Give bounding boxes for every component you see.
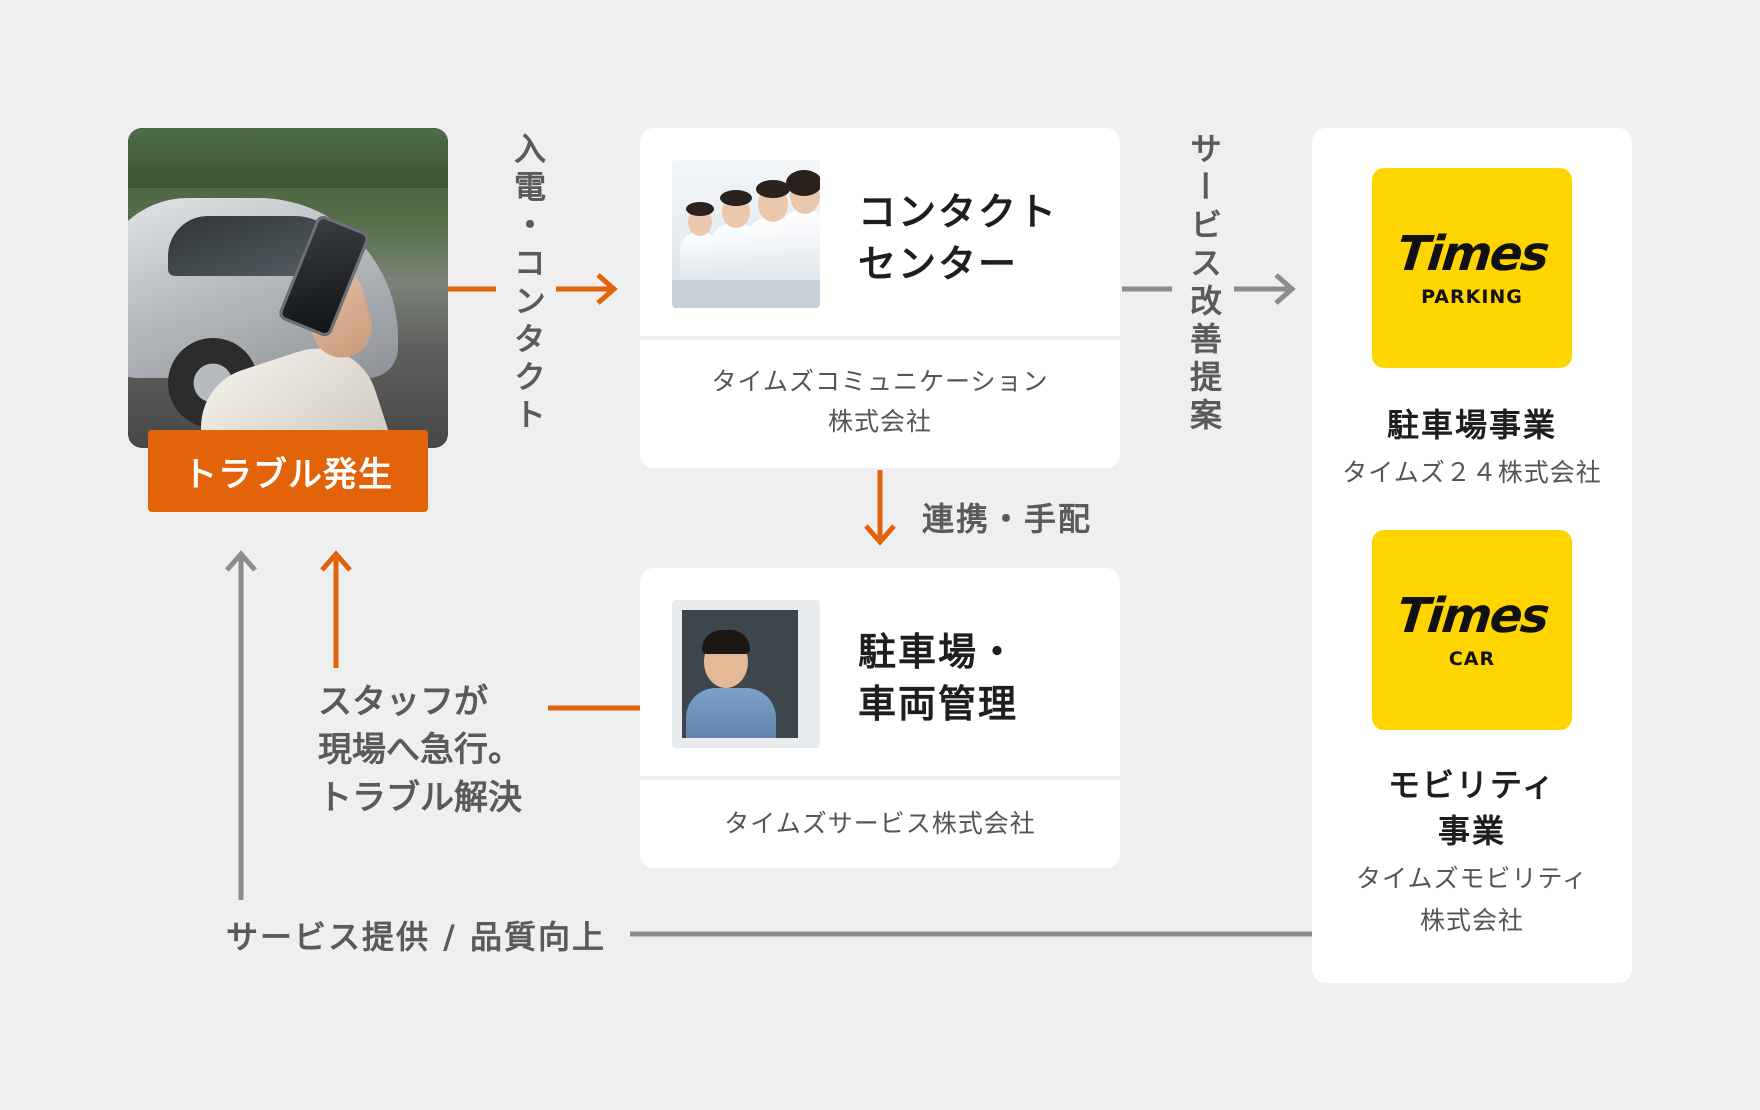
trouble-photo <box>128 128 448 448</box>
mobility-business-title: モビリティ 事業 <box>1387 766 1557 850</box>
staff-note: スタッフが 現場へ急行。 トラブル解決 <box>318 682 522 818</box>
parking-business-company: タイムズ２４株式会社 <box>1342 458 1602 487</box>
parking-business-title: 駐車場事業 <box>1386 406 1557 444</box>
contact-center-title: コンタクト センター <box>858 190 1059 286</box>
card-divider <box>640 336 1120 340</box>
contact-flow-label: 入電・コンタクト <box>509 132 547 436</box>
arrow-right-icon <box>596 273 618 305</box>
coordination-label: 連携・手配 <box>922 500 1093 538</box>
times-parking-logo: Times PARKING <box>1372 168 1572 368</box>
parking-management-company: タイムズサービス株式会社 <box>724 809 1036 838</box>
times-car-logo: Times CAR <box>1372 530 1572 730</box>
call-center-photo <box>672 160 820 308</box>
arrow-down-icon <box>864 524 896 546</box>
improvement-label: サービス改善提案 <box>1185 132 1223 436</box>
arrow-up-icon <box>225 550 257 572</box>
service-label: サービス提供 / 品質向上 <box>226 918 606 956</box>
driver-photo <box>672 600 820 748</box>
arrow-up-icon <box>320 550 352 572</box>
parking-management-title: 駐車場・ 車両管理 <box>858 630 1019 726</box>
card-divider <box>640 776 1120 780</box>
contact-center-company: タイムズコミュニケーション 株式会社 <box>711 367 1049 436</box>
trouble-label: トラブル発生 <box>148 430 428 512</box>
arrow-right-icon <box>1274 273 1296 305</box>
mobility-business-company: タイムズモビリティ 株式会社 <box>1355 864 1588 935</box>
